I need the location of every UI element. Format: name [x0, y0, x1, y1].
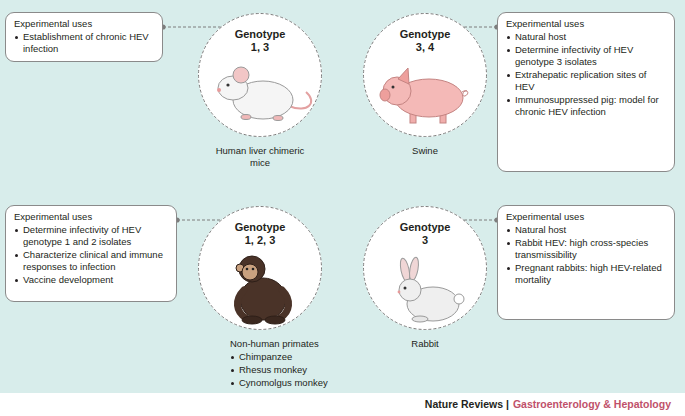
host-caption: Non-human primatesChimpanzeeRhesus monke…: [230, 338, 340, 389]
chimpanzee-figure: [236, 256, 289, 324]
host-caption: Human liver chimeric mice: [212, 145, 308, 169]
bullet-dot: [231, 382, 234, 385]
pig-figure: [380, 68, 468, 123]
dashed-connector: [177, 220, 221, 221]
species-item: Rhesus monkey: [239, 364, 307, 376]
bullet-dot: [15, 229, 18, 232]
connector: [160, 24, 220, 29]
dashed-circle: [199, 14, 322, 137]
bullet-dot: [507, 74, 510, 77]
connector: [464, 24, 499, 29]
circle-fill: [363, 206, 487, 330]
bullet-dot: [507, 99, 510, 102]
use-item: Natural host: [515, 31, 566, 43]
host-circle: Genotype 3Rabbit: [363, 206, 487, 330]
genotype-heading: Genotype 1, 3: [231, 28, 289, 54]
journal-name: Gastroenterology & Hepatology: [513, 398, 671, 410]
species-item: Chimpanzee: [239, 351, 292, 363]
box-heading: Experimental uses: [506, 211, 666, 223]
host-circle: Genotype 1, 2, 3Non-human primatesChimpa…: [198, 206, 322, 330]
species-item: Cynomolgus monkey: [239, 377, 328, 389]
bullet-item: Extrahepatic replication sites of HEV: [506, 69, 666, 93]
bullet-item: Determine infectivity of HEV genotype 3 …: [506, 44, 666, 68]
bullet-dot: [231, 369, 234, 372]
bullet-item: Vaccine development: [14, 274, 168, 286]
use-item: Characterize clinical and immune respons…: [23, 249, 168, 273]
bullet-item: Natural host: [506, 31, 666, 43]
box-heading: Experimental uses: [14, 211, 168, 223]
circle-fill: [198, 13, 322, 137]
dashed-connector: [464, 27, 497, 28]
host-name: Human liver chimeric mice: [212, 145, 308, 169]
use-item: Immunosuppressed pig: model for chronic …: [515, 94, 666, 118]
bullet-dot: [507, 229, 510, 232]
bullet-dot: [15, 36, 18, 39]
genotype-heading: Genotype 3: [396, 221, 454, 247]
dashed-circle: [199, 207, 322, 330]
dashed-connector: [464, 220, 497, 221]
use-item: Determine infectivity of HEV genotype 3 …: [515, 44, 666, 68]
host-caption: Rabbit: [377, 338, 473, 350]
use-item: Vaccine development: [23, 274, 113, 286]
bullet-item: Cynomolgus monkey: [230, 377, 340, 389]
circle-fill: [363, 13, 487, 137]
bullet-item: Chimpanzee: [230, 351, 340, 363]
bullet-item: Immunosuppressed pig: model for chronic …: [506, 94, 666, 118]
use-item: Natural host: [515, 224, 566, 236]
use-item: Determine infectivity of HEV genotype 1 …: [23, 224, 168, 248]
bullet-dot: [507, 49, 510, 52]
bullet-item: Characterize clinical and immune respons…: [14, 249, 168, 273]
host-name: Rabbit: [377, 338, 473, 350]
bullet-item: Natural host: [506, 224, 666, 236]
bullet-dot: [507, 267, 510, 270]
bullet-dot: [15, 254, 18, 257]
bullet-item: Establishment of chronic HEV infection: [14, 31, 154, 55]
journal-footer: Nature Reviews | Gastroenterology & Hepat…: [425, 398, 671, 410]
bullet-item: Determine infectivity of HEV genotype 1 …: [14, 224, 168, 248]
connector: [174, 217, 220, 222]
host-name: Swine: [377, 145, 473, 157]
bullet-item: Rabbit HEV: high cross-species transmiss…: [506, 237, 666, 261]
bullet-item: Rhesus monkey: [230, 364, 340, 376]
background-panel: [0, 0, 685, 393]
mouse-figure: [217, 67, 311, 121]
box-heading: Experimental uses: [14, 18, 154, 30]
bullet-dot: [507, 36, 510, 39]
uses-box: Experimental usesDetermine infectivity o…: [5, 205, 177, 302]
genotype-heading: Genotype 1, 2, 3: [231, 221, 289, 247]
bullet-dot: [507, 242, 510, 245]
host-circle: Genotype 1, 3Human liver chimeric mice: [198, 13, 322, 137]
genotype-heading: Genotype 3, 4: [396, 28, 454, 54]
use-item: Establishment of chronic HEV infection: [23, 31, 154, 55]
connector: [464, 217, 499, 222]
circle-fill: [198, 206, 322, 330]
dashed-circle: [364, 207, 487, 330]
dashed-connector: [163, 27, 221, 28]
box-heading: Experimental uses: [506, 18, 666, 30]
use-item: Extrahepatic replication sites of HEV: [515, 69, 666, 93]
bullet-dot: [231, 356, 234, 359]
dashed-circle: [364, 14, 487, 137]
bullet-dot: [15, 279, 18, 282]
host-caption: Swine: [377, 145, 473, 157]
bullet-item: Pregnant rabbits: high HEV-related morta…: [506, 262, 666, 286]
uses-box: Experimental usesNatural hostRabbit HEV:…: [497, 205, 675, 320]
journal-name: Nature Reviews |: [425, 398, 509, 410]
uses-box: Experimental usesEstablishment of chroni…: [5, 12, 163, 62]
uses-box: Experimental usesNatural hostDetermine i…: [497, 12, 675, 172]
rabbit-figure: [398, 256, 464, 322]
use-item: Rabbit HEV: high cross-species transmiss…: [515, 237, 666, 261]
host-circle: Genotype 3, 4Swine: [363, 13, 487, 137]
use-item: Pregnant rabbits: high HEV-related morta…: [515, 262, 666, 286]
host-name: Non-human primates: [230, 338, 340, 350]
